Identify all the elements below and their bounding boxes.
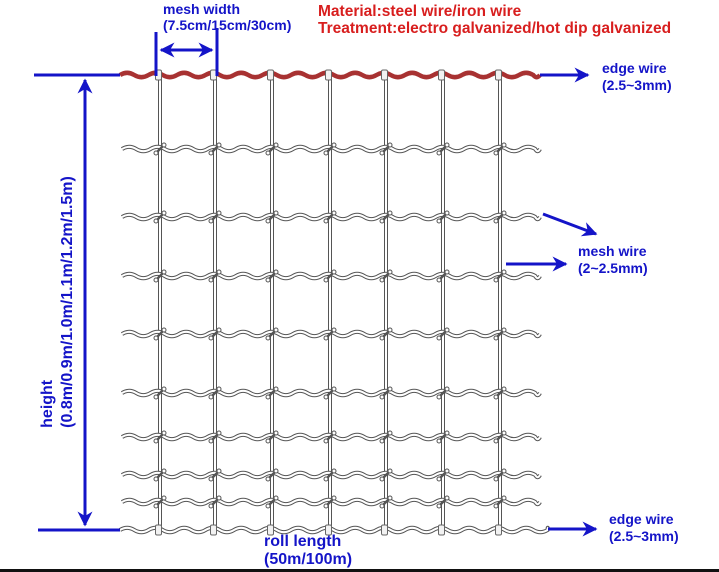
spec-treatment: Treatment:electro galvanized/hot dip gal… xyxy=(318,20,672,37)
dimension-lines xyxy=(34,28,598,537)
horizontal-mesh-wires xyxy=(120,144,542,507)
mesh-width-values: (7.5cm/15cm/30cm) xyxy=(163,17,292,33)
spec-material: Material:steel wire/iron wire xyxy=(318,3,522,20)
vertical-wires xyxy=(158,75,502,530)
height-values: (0.8m/0.9m/1.0m/1.1m/1.2m/1.5m) xyxy=(59,176,76,428)
height-label: height (0.8m/0.9m/1.0m/1.1m/1.2m/1.5m) xyxy=(38,176,78,428)
edge-wire-bottom-values: (2.5~3mm) xyxy=(609,528,679,544)
mesh-width-title: mesh width xyxy=(163,1,241,17)
wire-knots xyxy=(153,69,507,536)
height-title: height xyxy=(39,379,56,428)
roll-length-values: (50m/100m) xyxy=(264,551,353,568)
bottom-border xyxy=(0,569,719,572)
roll-length-title: roll length xyxy=(264,533,342,550)
mesh-wire-title: mesh wire xyxy=(578,243,647,259)
edge-wire-bottom-title: edge wire xyxy=(609,511,674,527)
mesh-wire-values: (2~2.5mm) xyxy=(578,260,648,276)
edge-wires xyxy=(118,70,550,535)
edge-wire-top-title: edge wire xyxy=(602,60,667,76)
edge-wire-top-values: (2.5~3mm) xyxy=(602,77,672,93)
